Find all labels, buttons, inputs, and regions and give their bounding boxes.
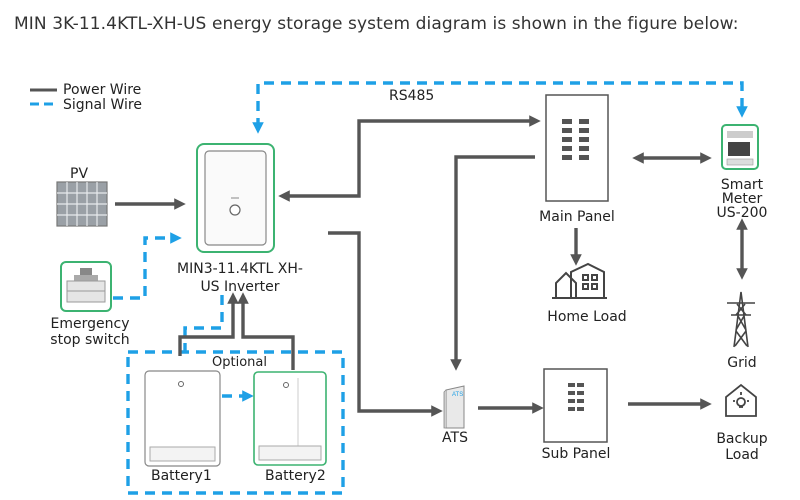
sub-panel-label: Sub Panel (541, 446, 611, 462)
smart-meter-label-line3: US-200 (716, 205, 768, 221)
optional-battery-box (126, 350, 345, 495)
home-load-label: Home Load (547, 309, 627, 325)
main-panel-icon (545, 94, 609, 202)
mainpanel-to-inverter-wire (278, 115, 541, 202)
rs485-signal-wire (252, 81, 748, 134)
grid-label: Grid (727, 355, 757, 371)
battery2-label: Battery2 (265, 468, 326, 484)
inverter-battery1-wire (178, 292, 239, 356)
home-load-icon (552, 262, 607, 299)
inverter-label-line2: US Inverter (200, 279, 280, 295)
optional-label: Optional (212, 355, 267, 370)
rs485-label: RS485 (389, 88, 435, 104)
emergency-stop-label-line1: Emergency (50, 316, 130, 332)
emergency-stop-label: Emergency stop switch (40, 316, 140, 348)
emergency-stop-label-line2: stop switch (50, 332, 130, 348)
legend (30, 88, 57, 106)
sub-panel-icon (543, 368, 608, 443)
smart-meter-icon (721, 124, 759, 170)
grid-tower-icon (727, 291, 755, 348)
backup-load-label-line1: Backup (716, 431, 768, 447)
backup-load-icon (725, 383, 757, 417)
inverter-label-line1: MIN3-11.4KTL XH- (177, 261, 303, 277)
legend-power-label: Power Wire (63, 82, 142, 98)
smart-meter-label-line2: Meter (721, 191, 763, 207)
ats-icon (443, 385, 465, 429)
smart-meter-label-line1: Smart (720, 177, 764, 193)
mainpanel-to-ats-wire (450, 155, 535, 371)
emergency-stop-icon (60, 261, 112, 312)
pv-label: PV (70, 166, 89, 182)
estop-signal-wire (113, 232, 182, 300)
ats-badge: ATS (452, 392, 463, 398)
backup-load-label: Backup Load (707, 431, 777, 463)
main-panel-label: Main Panel (539, 209, 615, 225)
battery-signal-wire (183, 295, 224, 356)
inverter-label: MIN3-11.4KTL XH- US Inverter (165, 260, 315, 296)
battery2-icon (253, 371, 327, 466)
pv-panel-icon (56, 181, 108, 227)
ats-label: ATS (442, 430, 468, 446)
signal-wires (113, 81, 748, 495)
inverter-icon (196, 143, 275, 253)
battery1-icon (144, 370, 221, 467)
diagram-title: MIN 3K-11.4KTL-XH-US energy storage syst… (14, 14, 739, 34)
inverter-battery2-wire (237, 292, 295, 370)
smart-meter-label: Smart Meter US-200 (712, 178, 772, 220)
backup-load-label-line2: Load (725, 447, 759, 463)
battery1-label: Battery1 (151, 468, 212, 484)
power-wires (115, 115, 748, 417)
legend-signal-label: Signal Wire (63, 97, 142, 113)
inverter-to-ats-wire (328, 231, 443, 417)
